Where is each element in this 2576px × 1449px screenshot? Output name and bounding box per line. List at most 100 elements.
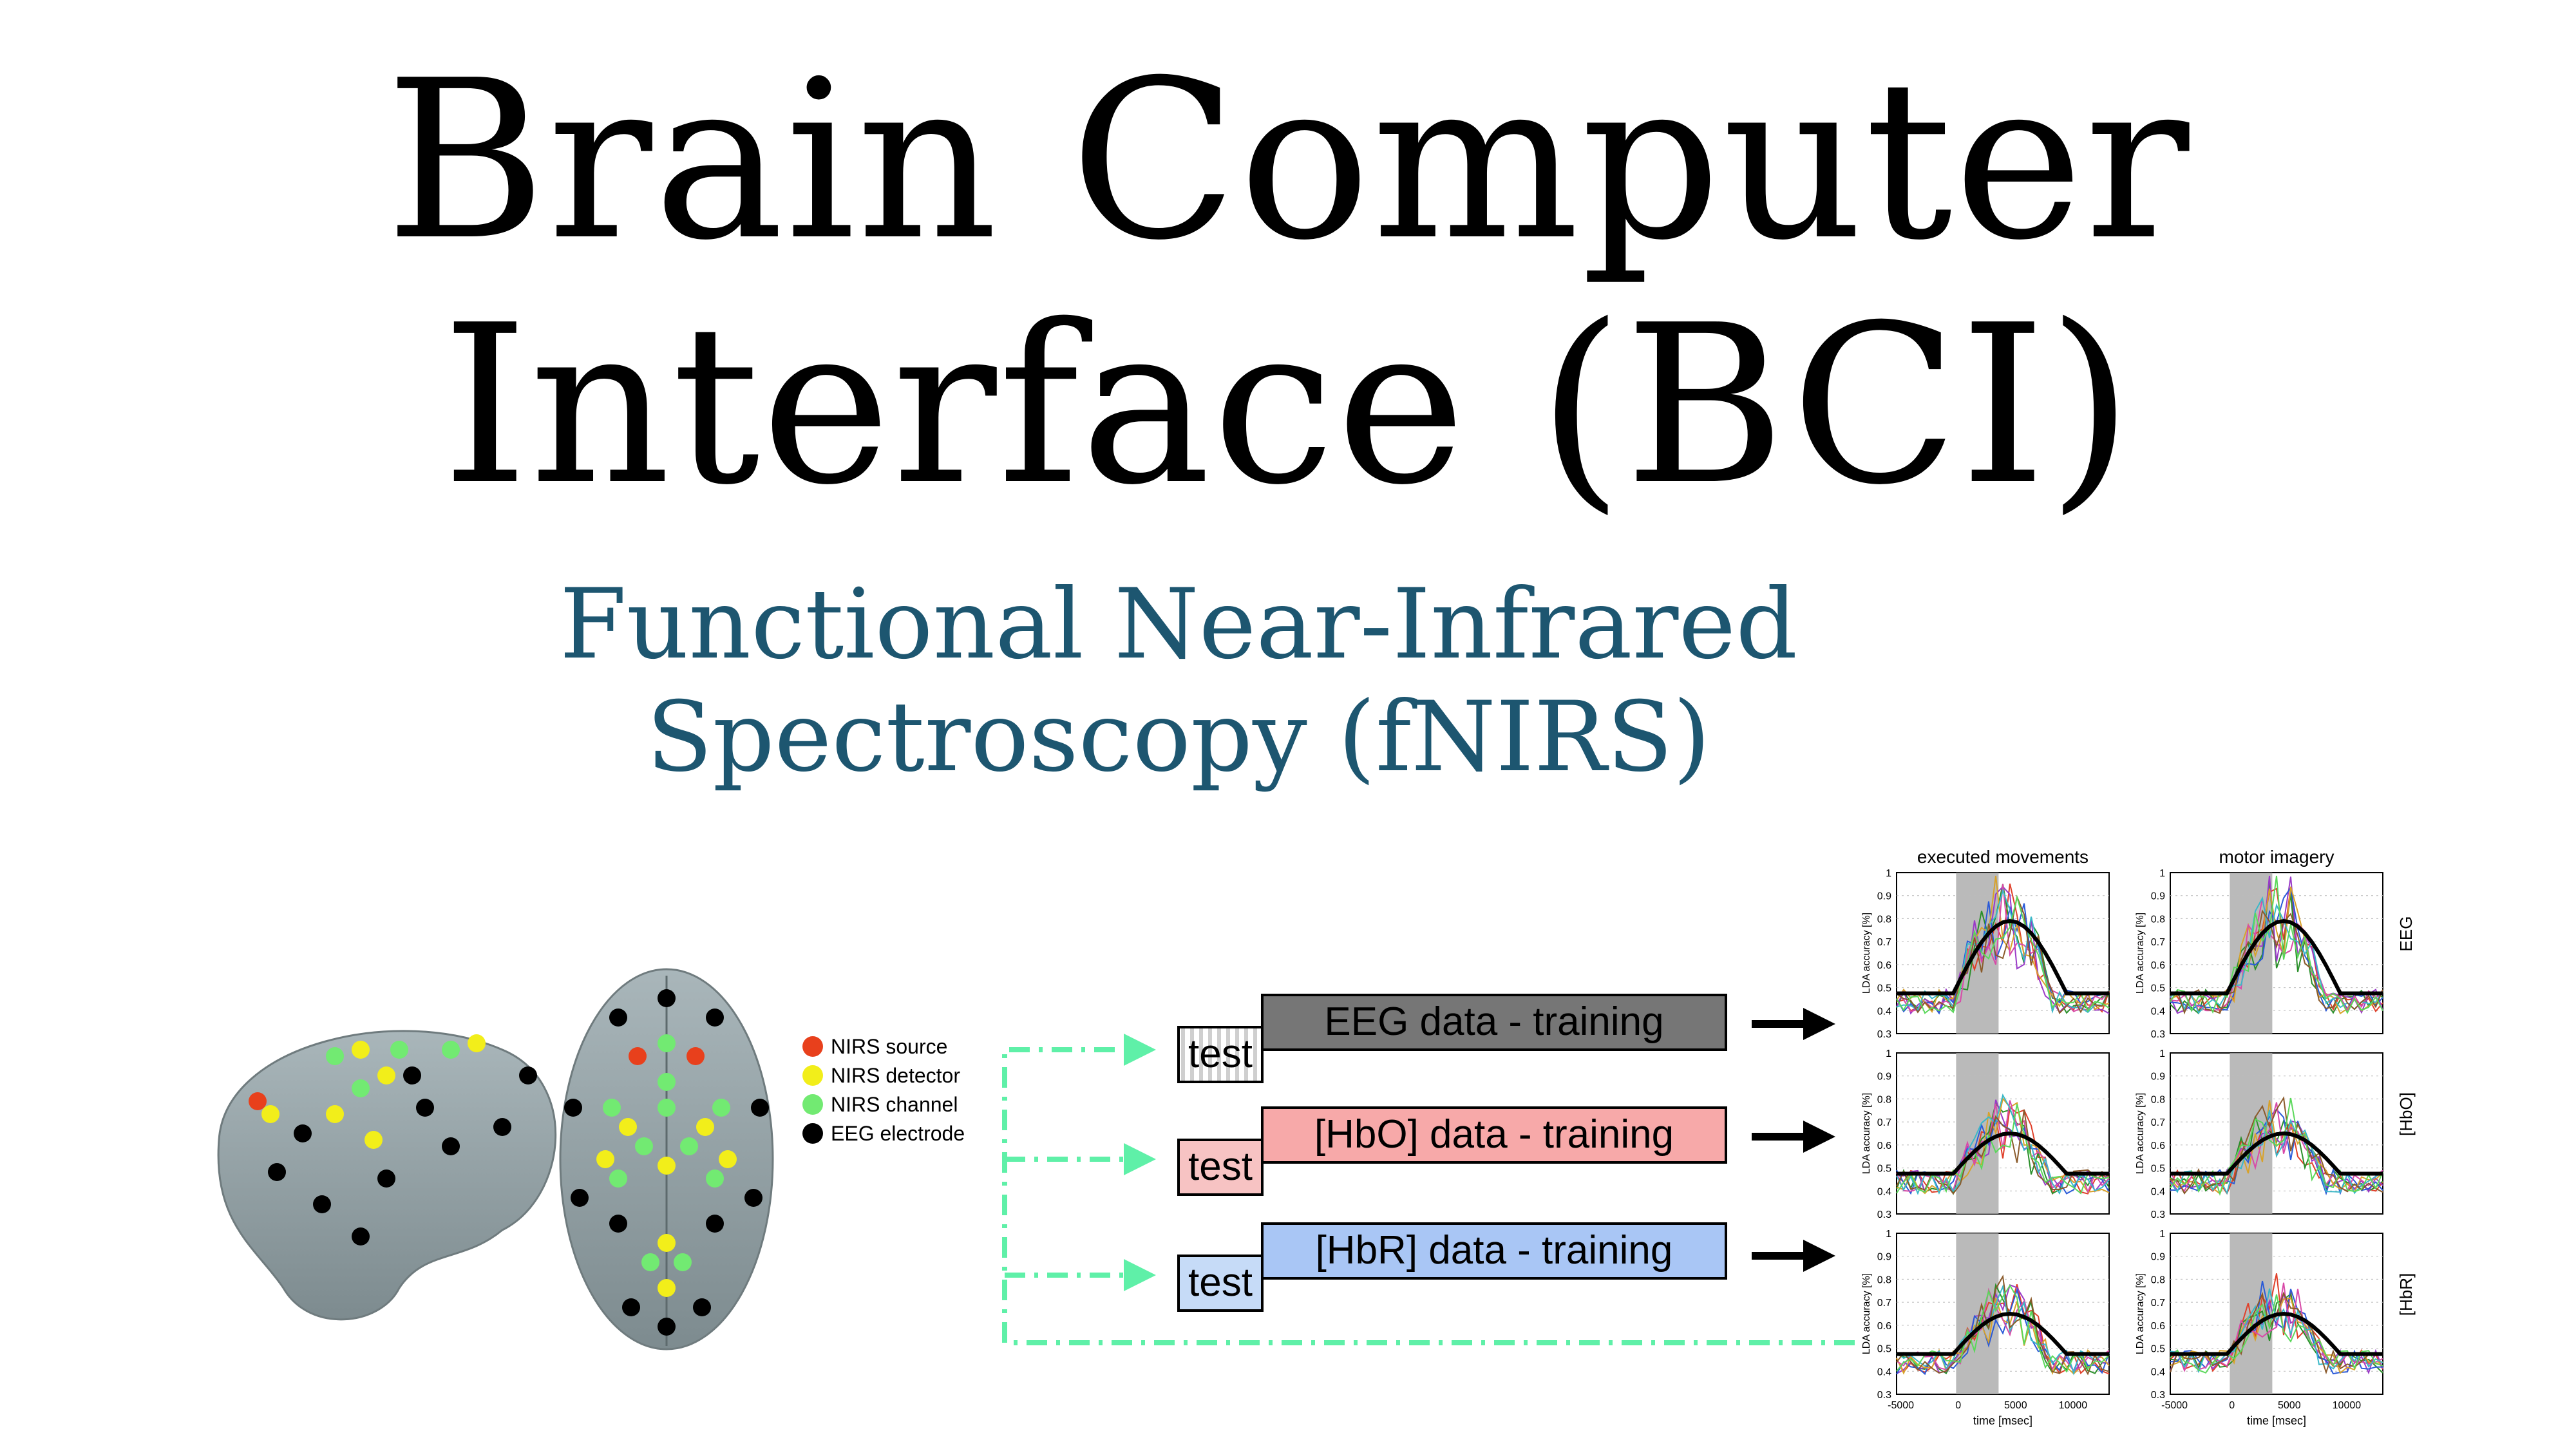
ytick-label: 1 (2159, 868, 2165, 879)
row-label-hbr: [HbR] (2396, 1273, 2416, 1316)
electrode-dot (751, 1099, 769, 1117)
ytick-label: 0.4 (2151, 1006, 2165, 1017)
ytick-label: 1 (1886, 1229, 1891, 1240)
xtick-label: 0 (2229, 1400, 2235, 1411)
ylabel: LDA accuracy [%] (1861, 1273, 1872, 1354)
subtitle-line-2: Spectroscopy (fNIRS) (646, 681, 1711, 793)
ytick-label: 0.5 (2151, 1164, 2165, 1175)
ytick-label: 0.5 (2151, 983, 2165, 994)
electrode-dot (744, 1189, 762, 1207)
electrode-dot (326, 1047, 344, 1065)
ytick-label: 0.5 (2151, 1344, 2165, 1355)
electrode-dot (629, 1047, 647, 1065)
ylabel: LDA accuracy [%] (2135, 913, 2146, 994)
electrode-dot (680, 1137, 698, 1155)
ytick-label: 1 (1886, 868, 1891, 879)
ytick-label: 0.6 (2151, 1141, 2165, 1151)
training-label-eeg: EEG data - training (1324, 999, 1663, 1044)
ytick-label: 1 (2159, 1048, 2165, 1059)
electrode-dot (326, 1105, 344, 1123)
title-line-2: Interface (BCI) (442, 278, 2134, 533)
electrode-dot (294, 1124, 312, 1142)
electrode-dot (596, 1150, 614, 1168)
xtick-label: 0 (1955, 1400, 1961, 1411)
electrode-dot (658, 1234, 676, 1252)
legend-label: NIRS source (831, 1035, 947, 1058)
accuracy-plots: executed movements motor imagery 0.30.40… (1861, 847, 2416, 1427)
ytick-label: 0.8 (1877, 914, 1891, 925)
electrode-dot (603, 1099, 621, 1117)
ytick-label: 0.7 (1877, 937, 1891, 948)
electrode-dot (712, 1099, 730, 1117)
ytick-label: 0.9 (2151, 1252, 2165, 1263)
legend-swatch (802, 1094, 823, 1115)
test-label-hbo: test (1188, 1144, 1253, 1189)
ytick-label: 0.9 (2151, 1072, 2165, 1083)
electrode-dot (261, 1105, 279, 1123)
electrode-dot (268, 1163, 286, 1181)
ylabel: LDA accuracy [%] (2135, 1273, 2146, 1354)
ytick-label: 0.9 (1877, 891, 1891, 902)
electrode-dot (519, 1066, 537, 1084)
electrode-dot (658, 1073, 676, 1091)
ytick-label: 0.4 (2151, 1186, 2165, 1197)
electrode-dot (609, 1170, 627, 1188)
ytick-label: 0.5 (1877, 1164, 1891, 1175)
ytick-label: 0.6 (1877, 1141, 1891, 1151)
electrode-dot (658, 1157, 676, 1175)
row-label-eeg: EEG (2396, 916, 2416, 952)
arrow-right-icon (1752, 1121, 1835, 1153)
ytick-label: 0.6 (2151, 1321, 2165, 1332)
xtick-label: 10000 (2333, 1400, 2362, 1411)
xtick-label: 10000 (2059, 1400, 2088, 1411)
ytick-label: 0.8 (2151, 914, 2165, 925)
electrode-dot (674, 1253, 692, 1271)
ytick-label: 0.7 (1877, 1117, 1891, 1128)
ytick-label: 0.6 (2151, 960, 2165, 971)
ytick-label: 0.3 (1877, 1029, 1891, 1040)
ytick-label: 0.8 (1877, 1094, 1891, 1105)
xtick-label: -5000 (1888, 1400, 1914, 1411)
electrode-dot (493, 1118, 511, 1136)
row-label-hbo: [HbO] (2396, 1092, 2416, 1136)
electrode-dots (249, 989, 769, 1336)
electrode-dot (687, 1047, 705, 1065)
electrode-dot (442, 1137, 460, 1155)
electrode-dot (365, 1131, 383, 1149)
electrode-dot (442, 1041, 460, 1059)
electrode-dot (658, 989, 676, 1007)
electrode-dot (352, 1227, 370, 1245)
electrode-dot (706, 1170, 724, 1188)
xtick-label: 5000 (2278, 1400, 2301, 1411)
ytick-label: 0.8 (2151, 1094, 2165, 1105)
electrode-dot (377, 1170, 395, 1188)
electrode-dot (719, 1150, 737, 1168)
ytick-label: 0.4 (1877, 1186, 1891, 1197)
ytick-label: 0.9 (1877, 1072, 1891, 1083)
ytick-label: 0.3 (2151, 1390, 2165, 1401)
test-label-eeg: test (1188, 1032, 1253, 1076)
col-title-imagery: motor imagery (2219, 847, 2334, 867)
ytick-label: 0.8 (1877, 1274, 1891, 1285)
ytick-label: 0.5 (1877, 983, 1891, 994)
electrode-dot (249, 1092, 267, 1110)
ylabel: LDA accuracy [%] (1861, 1093, 1872, 1174)
legend-swatch (802, 1123, 823, 1144)
electrode-dot (609, 1009, 627, 1027)
electrode-dot (468, 1034, 486, 1052)
xlabel-left: time [msec] (1973, 1414, 2032, 1427)
subtitle-line-1: Functional Near-Infrared (559, 569, 1798, 681)
electrode-dot (706, 1215, 724, 1233)
electrode-dot (352, 1079, 370, 1097)
ylabel: LDA accuracy [%] (2135, 1093, 2146, 1174)
ytick-label: 0.3 (2151, 1209, 2165, 1220)
arrow-right-icon (1752, 1008, 1835, 1040)
electrode-dot (403, 1066, 421, 1084)
ytick-label: 0.7 (2151, 937, 2165, 948)
electrode-dot (416, 1099, 434, 1117)
legend-swatch (802, 1065, 823, 1086)
ytick-label: 0.7 (2151, 1117, 2165, 1128)
electrode-dot (635, 1137, 653, 1155)
